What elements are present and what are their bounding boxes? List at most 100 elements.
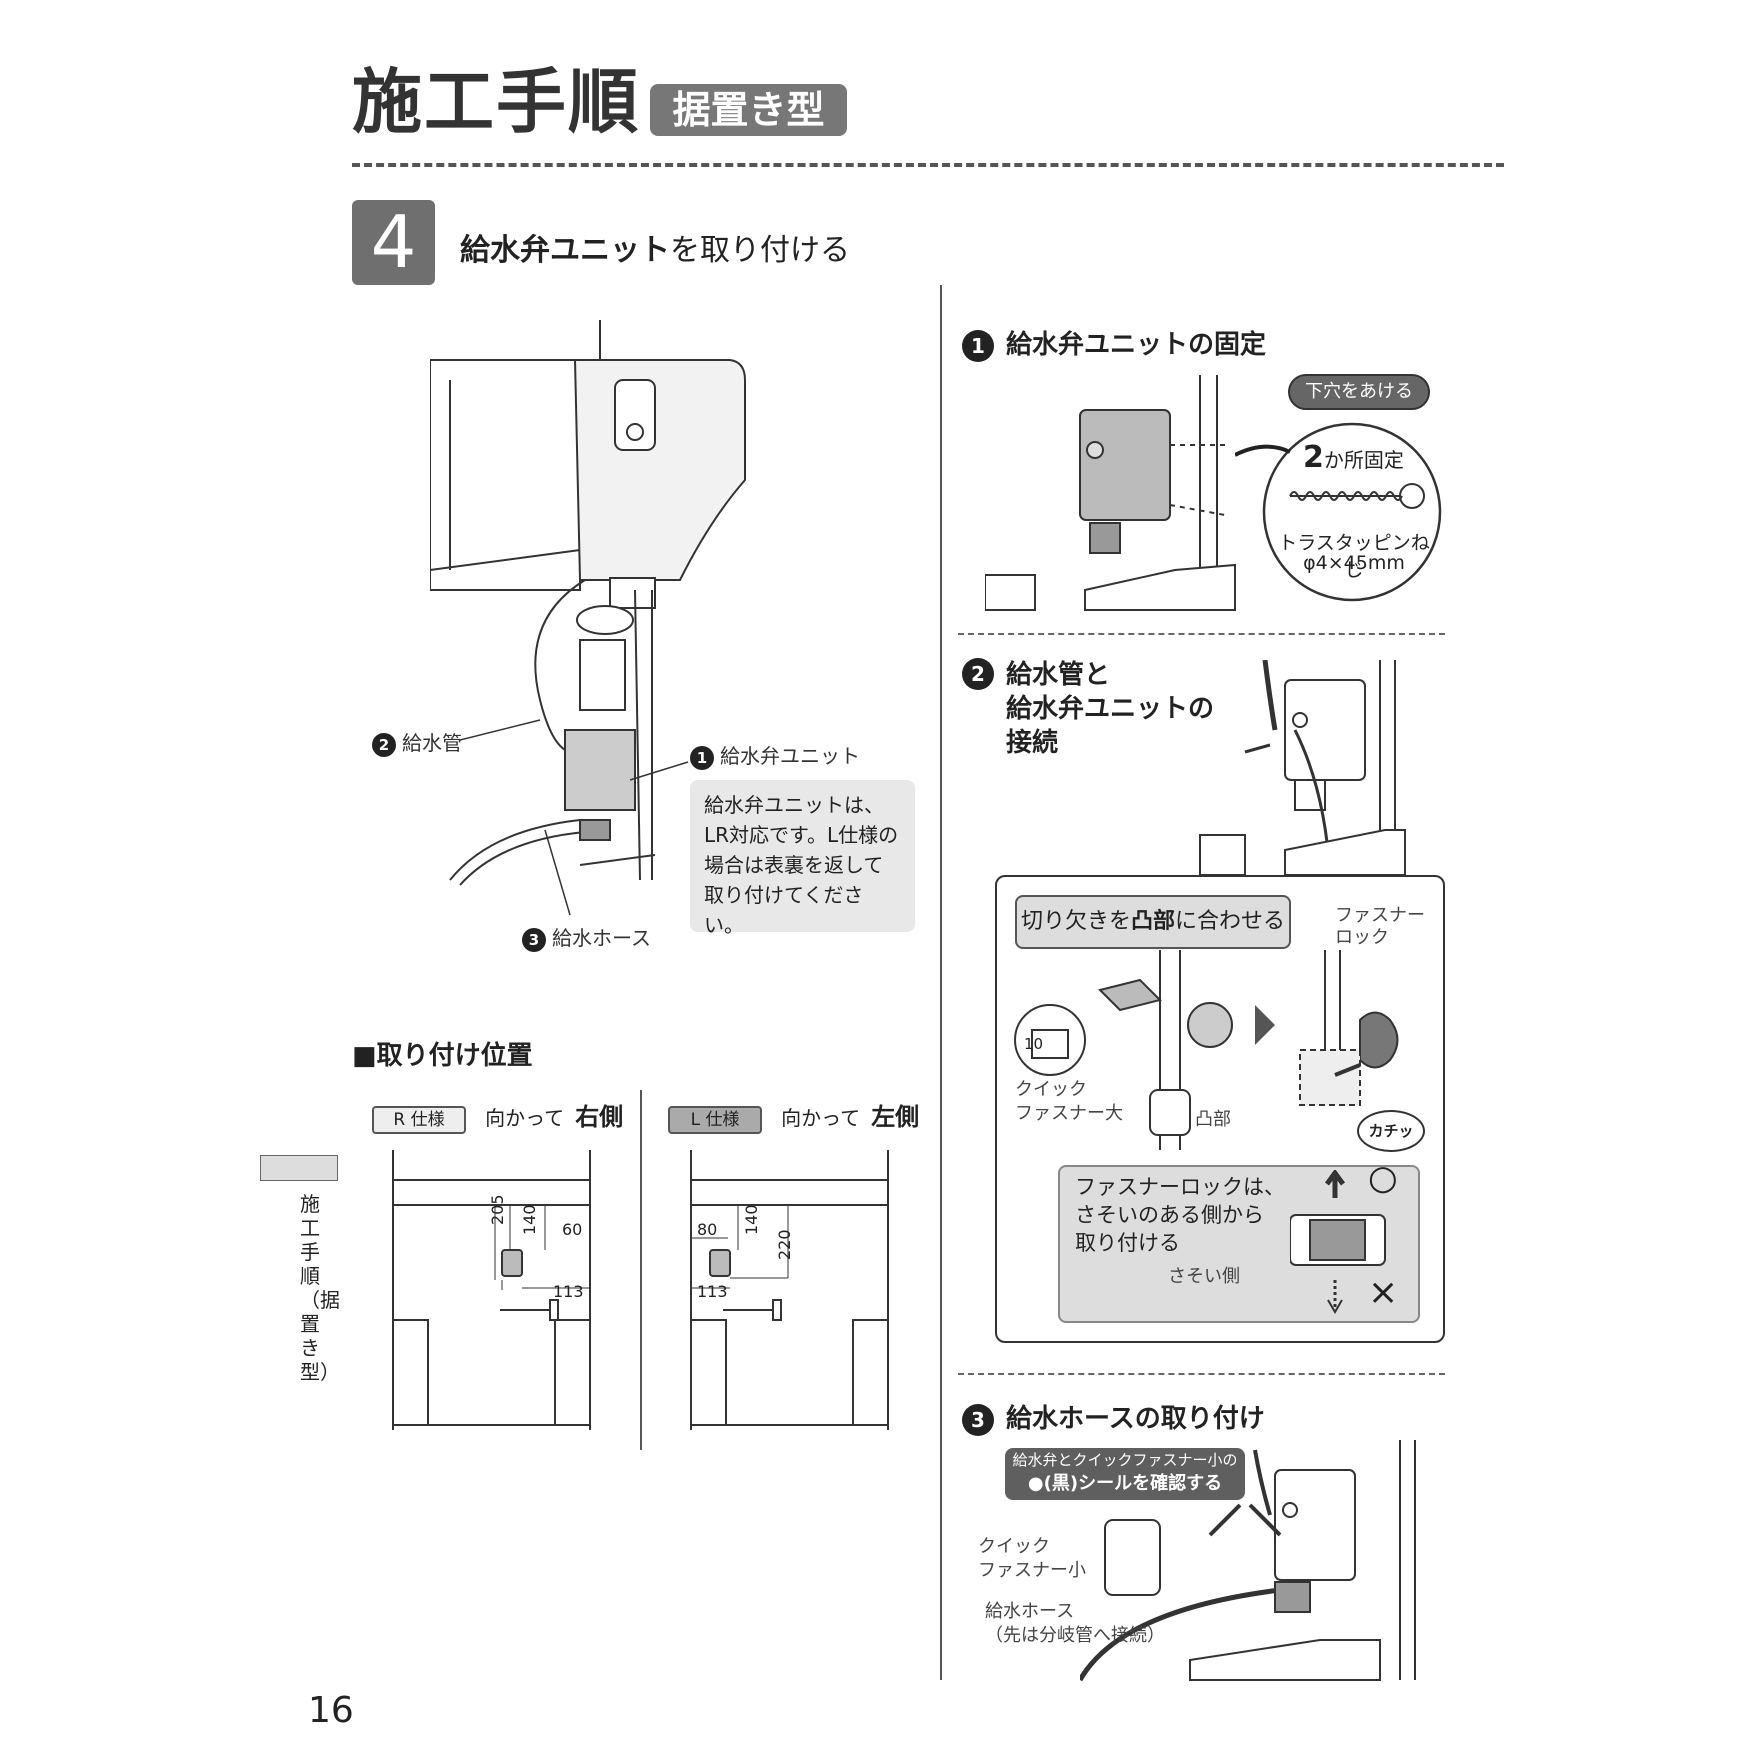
quick-fastener-small-label: クイック ファスナー小 [978, 1535, 1086, 1583]
r-dim-205: 205 [488, 1194, 507, 1225]
side-tab-marker [260, 1155, 338, 1181]
label-line: ロック [1335, 927, 1389, 948]
label-line: ファスナー小 [978, 1560, 1086, 1581]
note-line: さそいのある側から [1075, 1203, 1264, 1227]
quick-fastener-large-label: クイック ファスナー大 [1015, 1078, 1123, 1126]
page-number: 16 [308, 1690, 354, 1731]
substep2-num: 2 [962, 658, 994, 690]
l-dim-113: 113 [697, 1282, 728, 1301]
notch-callout-bold: 凸部 [1130, 909, 1175, 934]
screw-size: φ4×45mm [1303, 552, 1405, 574]
sasoi-label: さそい側 [1168, 1266, 1240, 1287]
l-dim-220: 220 [775, 1229, 794, 1260]
column-divider [940, 285, 942, 1680]
label-line: ファスナー [1335, 905, 1425, 926]
callout-label: 給水弁ユニット [720, 744, 860, 768]
substep1-title: 給水弁ユニットの固定 [1006, 330, 1267, 360]
ng-mark: × [1368, 1272, 1399, 1313]
notch-callout-post: に合わせる [1175, 909, 1286, 934]
fix-count-num: 2 [1303, 440, 1324, 475]
substep2-illustration [1199, 660, 1406, 875]
substep2-title-line: 給水管と [1006, 660, 1111, 690]
substep3-heading: 3 給水ホースの取り付け [962, 1398, 1265, 1436]
substep1-num: 1 [962, 329, 994, 362]
callout-label: 給水ホース [552, 926, 651, 950]
substep3-illustration [1080, 1440, 1416, 1682]
r-spec-diagram [392, 1150, 591, 1430]
callout-label: 給水管 [402, 731, 462, 755]
ok-mark: ○ [1368, 1158, 1398, 1198]
step-title: 給水弁ユニットを取り付ける [460, 225, 850, 269]
note-line: 取り付ける [1075, 1231, 1180, 1255]
substep1-heading: 1 給水弁ユニットの固定 [962, 324, 1266, 362]
feed-hose-label: 給水ホース （先は分岐管へ接続） [985, 1600, 1165, 1648]
label-line: クイック [1015, 1079, 1087, 1100]
substep2-heading: 2 給水管と 給水弁ユニットの 接続 [962, 658, 1214, 760]
page-title: 施工手順 [352, 61, 640, 143]
screw-name: トラスタッピンねじ [1278, 532, 1430, 581]
substep3-title: 給水ホースの取り付け [1006, 1404, 1265, 1434]
callout-leader-lines [460, 719, 689, 916]
substep1-illustration [985, 375, 1236, 611]
side-tab-text: 施工手順（据置き型） [300, 1192, 340, 1384]
notch-callout-pre: 切り欠きを [1020, 909, 1131, 934]
notch-callout: 切り欠きを凸部に合わせる [1015, 895, 1291, 949]
note-line: ファスナーロックは、 [1075, 1175, 1285, 1199]
note-line: 取り付けてください。 [704, 883, 864, 937]
l-dim-80: 80 [697, 1220, 718, 1239]
fastener-detail-box [995, 875, 1445, 1343]
seal-callout-line2: ●(黒)シールを確認する [1027, 1473, 1223, 1494]
fastener-lock-label: ファスナー ロック [1335, 905, 1425, 949]
label-line: 給水ホース [985, 1601, 1075, 1622]
seal-check-callout: 給水弁とクイックファスナー小の ●(黒)シールを確認する [1005, 1448, 1245, 1500]
callout-num: 1 [690, 745, 714, 770]
step-number-box: 4 [352, 200, 435, 285]
r-spec-badge: R 仕様 [372, 1106, 466, 1134]
type-badge: 据置き型 [650, 84, 847, 136]
label-line: クイック [978, 1536, 1050, 1557]
substep-divider-1 [958, 633, 1445, 635]
substep-divider-2 [958, 1373, 1445, 1375]
r-dim-140: 140 [520, 1204, 539, 1235]
note-line: 給水弁ユニットは、 [704, 793, 884, 817]
l-spec-badge: L 仕様 [668, 1106, 762, 1134]
r-spec-side: 右側 [575, 1103, 624, 1131]
label-line: ファスナー大 [1015, 1103, 1123, 1124]
substep2-title-line: 給水弁ユニットの [1006, 694, 1215, 724]
l-spec-diagram [690, 1150, 889, 1430]
substep2-title-line: 接続 [1006, 728, 1059, 758]
note-line: LR対応です。L仕様の [704, 823, 899, 847]
l-spec-header: L 仕様 向かって 左側 [668, 1097, 919, 1134]
step-title-bold: 給水弁ユニット [460, 233, 670, 268]
badge-10: 10 [1024, 1035, 1044, 1053]
callout-num: 3 [522, 927, 546, 952]
screw-callout-circle [1262, 422, 1442, 602]
click-bubble: カチッ [1357, 1110, 1425, 1152]
header-divider [352, 163, 1504, 167]
fix-count-text: か所固定 [1323, 448, 1404, 472]
lock-orientation-illustration [1290, 1170, 1386, 1314]
substep3-num: 3 [962, 1403, 994, 1436]
fastener-lock-note-text: ファスナーロックは、 さそいのある側から 取り付ける [1075, 1173, 1285, 1257]
l-dim-140: 140 [742, 1204, 761, 1235]
lr-note: 給水弁ユニットは、 LR対応です。L仕様の 場合は表裏を返して 取り付けてくださ… [690, 780, 915, 937]
seal-callout-line1: 給水弁とクイックファスナー小の [1012, 1451, 1238, 1469]
r-dim-60: 60 [562, 1220, 583, 1239]
l-spec-desc: 向かって [781, 1106, 861, 1130]
overview-illustration [430, 320, 746, 886]
fix-count-label: 2か所固定 [1303, 440, 1404, 475]
label-line: （先は分岐管へ接続） [985, 1625, 1165, 1646]
step-title-rest: を取り付ける [670, 233, 850, 268]
mount-position-heading: ■取り付け位置 [352, 1041, 533, 1071]
convex-label: 凸部 [1195, 1109, 1231, 1130]
drill-hole-pill: 下穴をあける [1288, 374, 1430, 410]
leader-to-callout [1235, 444, 1291, 457]
spec-divider [640, 1090, 642, 1450]
l-spec-side: 左側 [871, 1103, 920, 1131]
r-dim-113: 113 [553, 1282, 584, 1301]
note-line: 場合は表裏を返して [704, 853, 884, 877]
callout-num: 2 [372, 732, 396, 757]
